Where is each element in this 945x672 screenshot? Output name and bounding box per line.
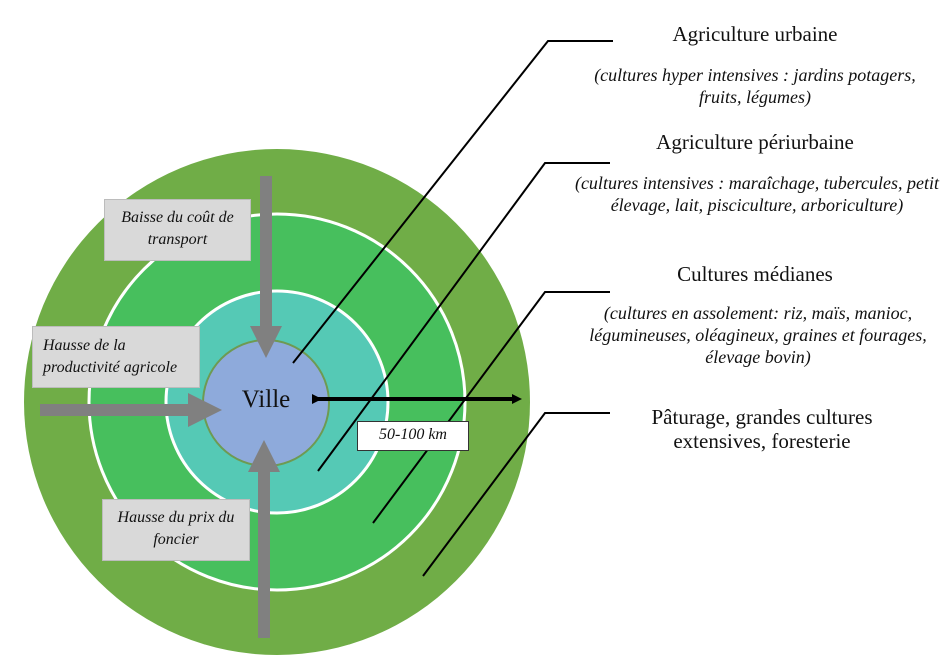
zone-title-paturage: Pâturage, grandes cultures extensives, f… — [651, 405, 873, 453]
leader-line-paturage — [422, 412, 610, 577]
leader-line-periurbaine — [317, 162, 610, 472]
city-label: Ville — [241, 386, 291, 413]
force-box-productivity: Hausse de la productivité agricole — [32, 326, 200, 388]
force-box-land-price: Hausse du prix du foncier — [102, 499, 250, 561]
arrow-bottom — [248, 440, 280, 638]
zone-title-urbaine: Agriculture urbaine — [672, 22, 838, 46]
zone-title-medianes: Cultures médianes — [677, 262, 833, 286]
distance-label: 50-100 km — [357, 421, 469, 451]
zone-desc-medianes: (cultures en assolement: riz, maïs, mani… — [589, 303, 927, 367]
force-box-transport: Baisse du coût de transport — [104, 199, 251, 261]
leader-line-urbaine — [292, 40, 613, 364]
zone-desc-periurbaine: (cultures intensives : maraîchage, tuber… — [574, 173, 940, 215]
zone-desc-urbaine: (cultures hyper intensives : jardins pot… — [594, 65, 916, 107]
zone-title-periurbaine: Agriculture périurbaine — [656, 130, 854, 154]
arrow-top — [250, 176, 282, 358]
arrow-left — [40, 393, 222, 427]
